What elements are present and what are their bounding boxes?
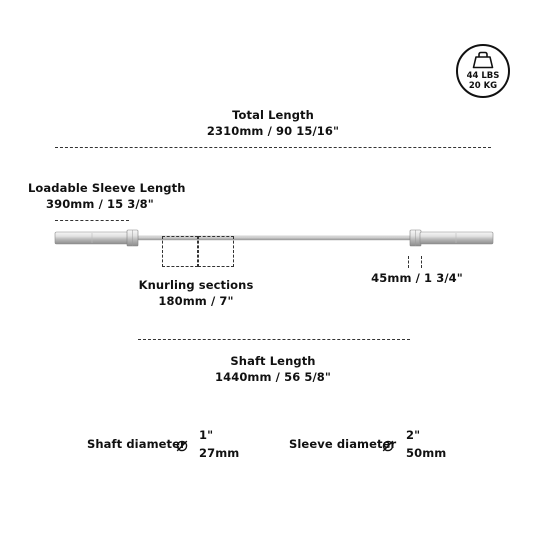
- shaft-length-label: Shaft Length: [230, 354, 316, 368]
- total-length-label: Total Length: [232, 108, 314, 122]
- shaft-length-value: 1440mm / 56 5/8": [215, 370, 331, 384]
- shaft-diameter-label: Shaft diameter: [87, 437, 186, 451]
- shaft-length-dimension-line: [138, 339, 410, 340]
- knurling-section-right: [198, 236, 234, 267]
- shaft-diameter-mm: 27mm: [199, 446, 240, 460]
- sleeve-diameter-mm: 50mm: [406, 446, 447, 460]
- sleeve-diameter-inch: 2": [406, 428, 421, 442]
- weight-badge: 44 LBS 20 KG: [456, 44, 510, 98]
- loadable-sleeve-dimension-line: [55, 220, 129, 221]
- sleeve-diameter-icon: ⌀: [382, 432, 395, 456]
- collar-width-value: 45mm / 1 3/4": [371, 271, 463, 285]
- total-length-dimension-line: [55, 147, 491, 148]
- shaft-diameter-inch: 1": [199, 428, 214, 442]
- total-length-value: 2310mm / 90 15/16": [206, 124, 340, 138]
- knurling-value: 180mm / 7": [158, 294, 234, 308]
- loadable-sleeve-label: Loadable Sleeve Length: [28, 181, 186, 195]
- right-sleeve: [419, 231, 494, 245]
- loadable-sleeve-value: 390mm / 15 3/8": [46, 197, 154, 211]
- kettlebell-weight-icon: [472, 51, 494, 69]
- left-sleeve: [54, 231, 129, 245]
- knurling-label: Knurling sections: [138, 278, 254, 292]
- barbell: [54, 229, 494, 247]
- collar-width-left-line: [408, 256, 409, 268]
- collar-width-right-line: [421, 256, 422, 268]
- knurling-section-left: [162, 236, 198, 267]
- weight-lbs: 44 LBS: [466, 71, 500, 81]
- sleeve-diameter-label: Sleeve diameter: [289, 437, 397, 451]
- weight-kg: 20 KG: [468, 81, 498, 91]
- shaft-diameter-icon: ⌀: [176, 432, 189, 456]
